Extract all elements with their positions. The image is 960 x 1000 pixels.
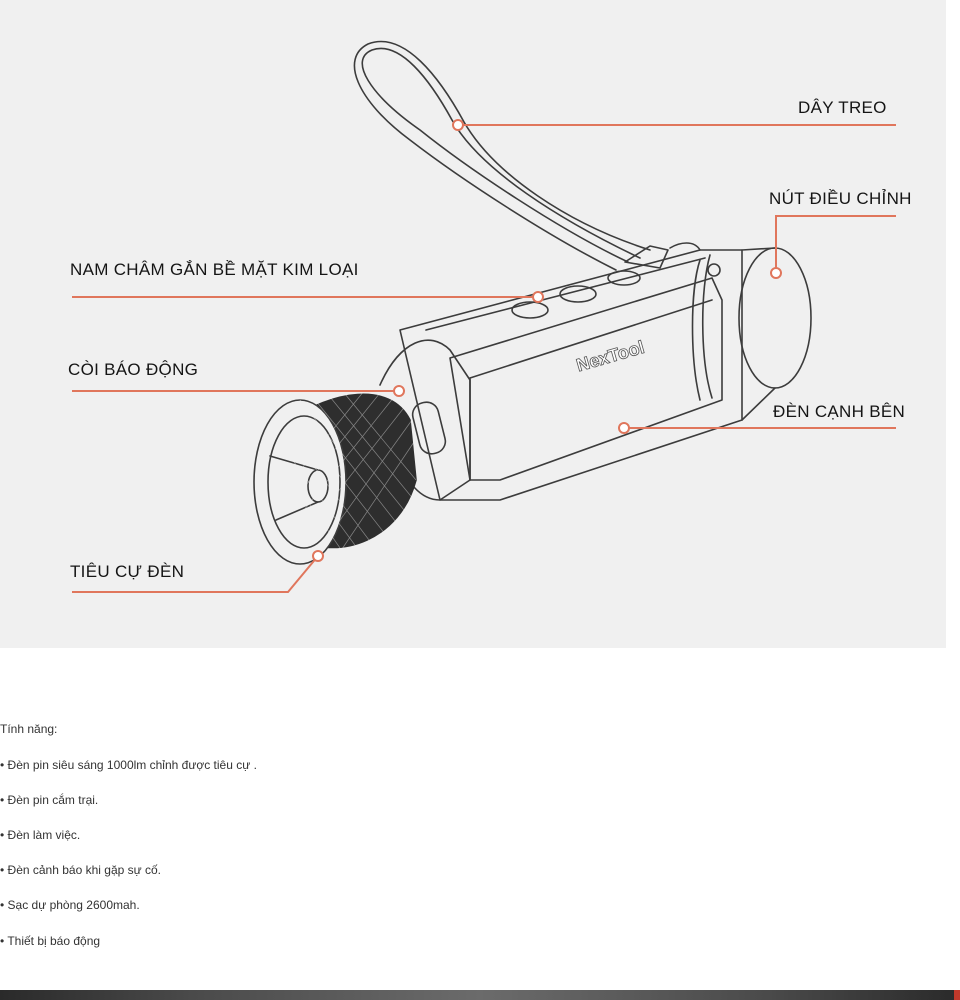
feature-item: • Đèn pin cắm trại.	[0, 793, 99, 807]
red-accent	[954, 990, 960, 1000]
feature-item: • Thiết bị báo động	[0, 934, 101, 948]
side-light-callout-dot	[618, 422, 630, 434]
feature-item: • Sạc dự phòng 2600mah.	[0, 898, 140, 912]
callout-side-light: ĐÈN CẠNH BÊN	[773, 402, 906, 421]
adjust-button-callout-dot	[770, 267, 782, 279]
alarm-callout-dot	[393, 385, 405, 397]
flashlight-illustration: NexTool	[72, 40, 896, 593]
callout-focus: TIÊU CỰ ĐÈN	[70, 562, 185, 581]
callout-alarm-horn: CÒI BÁO ĐỘNG	[68, 360, 199, 379]
features-heading: Tính năng:	[0, 722, 58, 736]
callout-strap: DÂY TREO	[798, 98, 887, 117]
strap-callout-dot	[452, 119, 464, 131]
brand-logo: NexTool	[574, 337, 646, 375]
magnet-callout-dot	[532, 291, 544, 303]
feature-item: • Đèn làm việc.	[0, 828, 81, 842]
feature-item: • Đèn pin siêu sáng 1000lm chỉnh được ti…	[0, 758, 257, 772]
callout-magnet: NAM CHÂM GẮN BỀ MẶT KIM LOẠI	[70, 260, 359, 279]
callout-adjust-button: NÚT ĐIỀU CHỈNH	[769, 189, 912, 208]
focus-callout-dot	[312, 550, 324, 562]
product-diagram: NexTool DÂY TREO NÚT ĐIỀU CHỈNH NAM CHÂM…	[0, 0, 946, 648]
feature-item: • Đèn cảnh báo khi gặp sự cố.	[0, 863, 161, 877]
next-image-strip	[0, 990, 960, 1000]
